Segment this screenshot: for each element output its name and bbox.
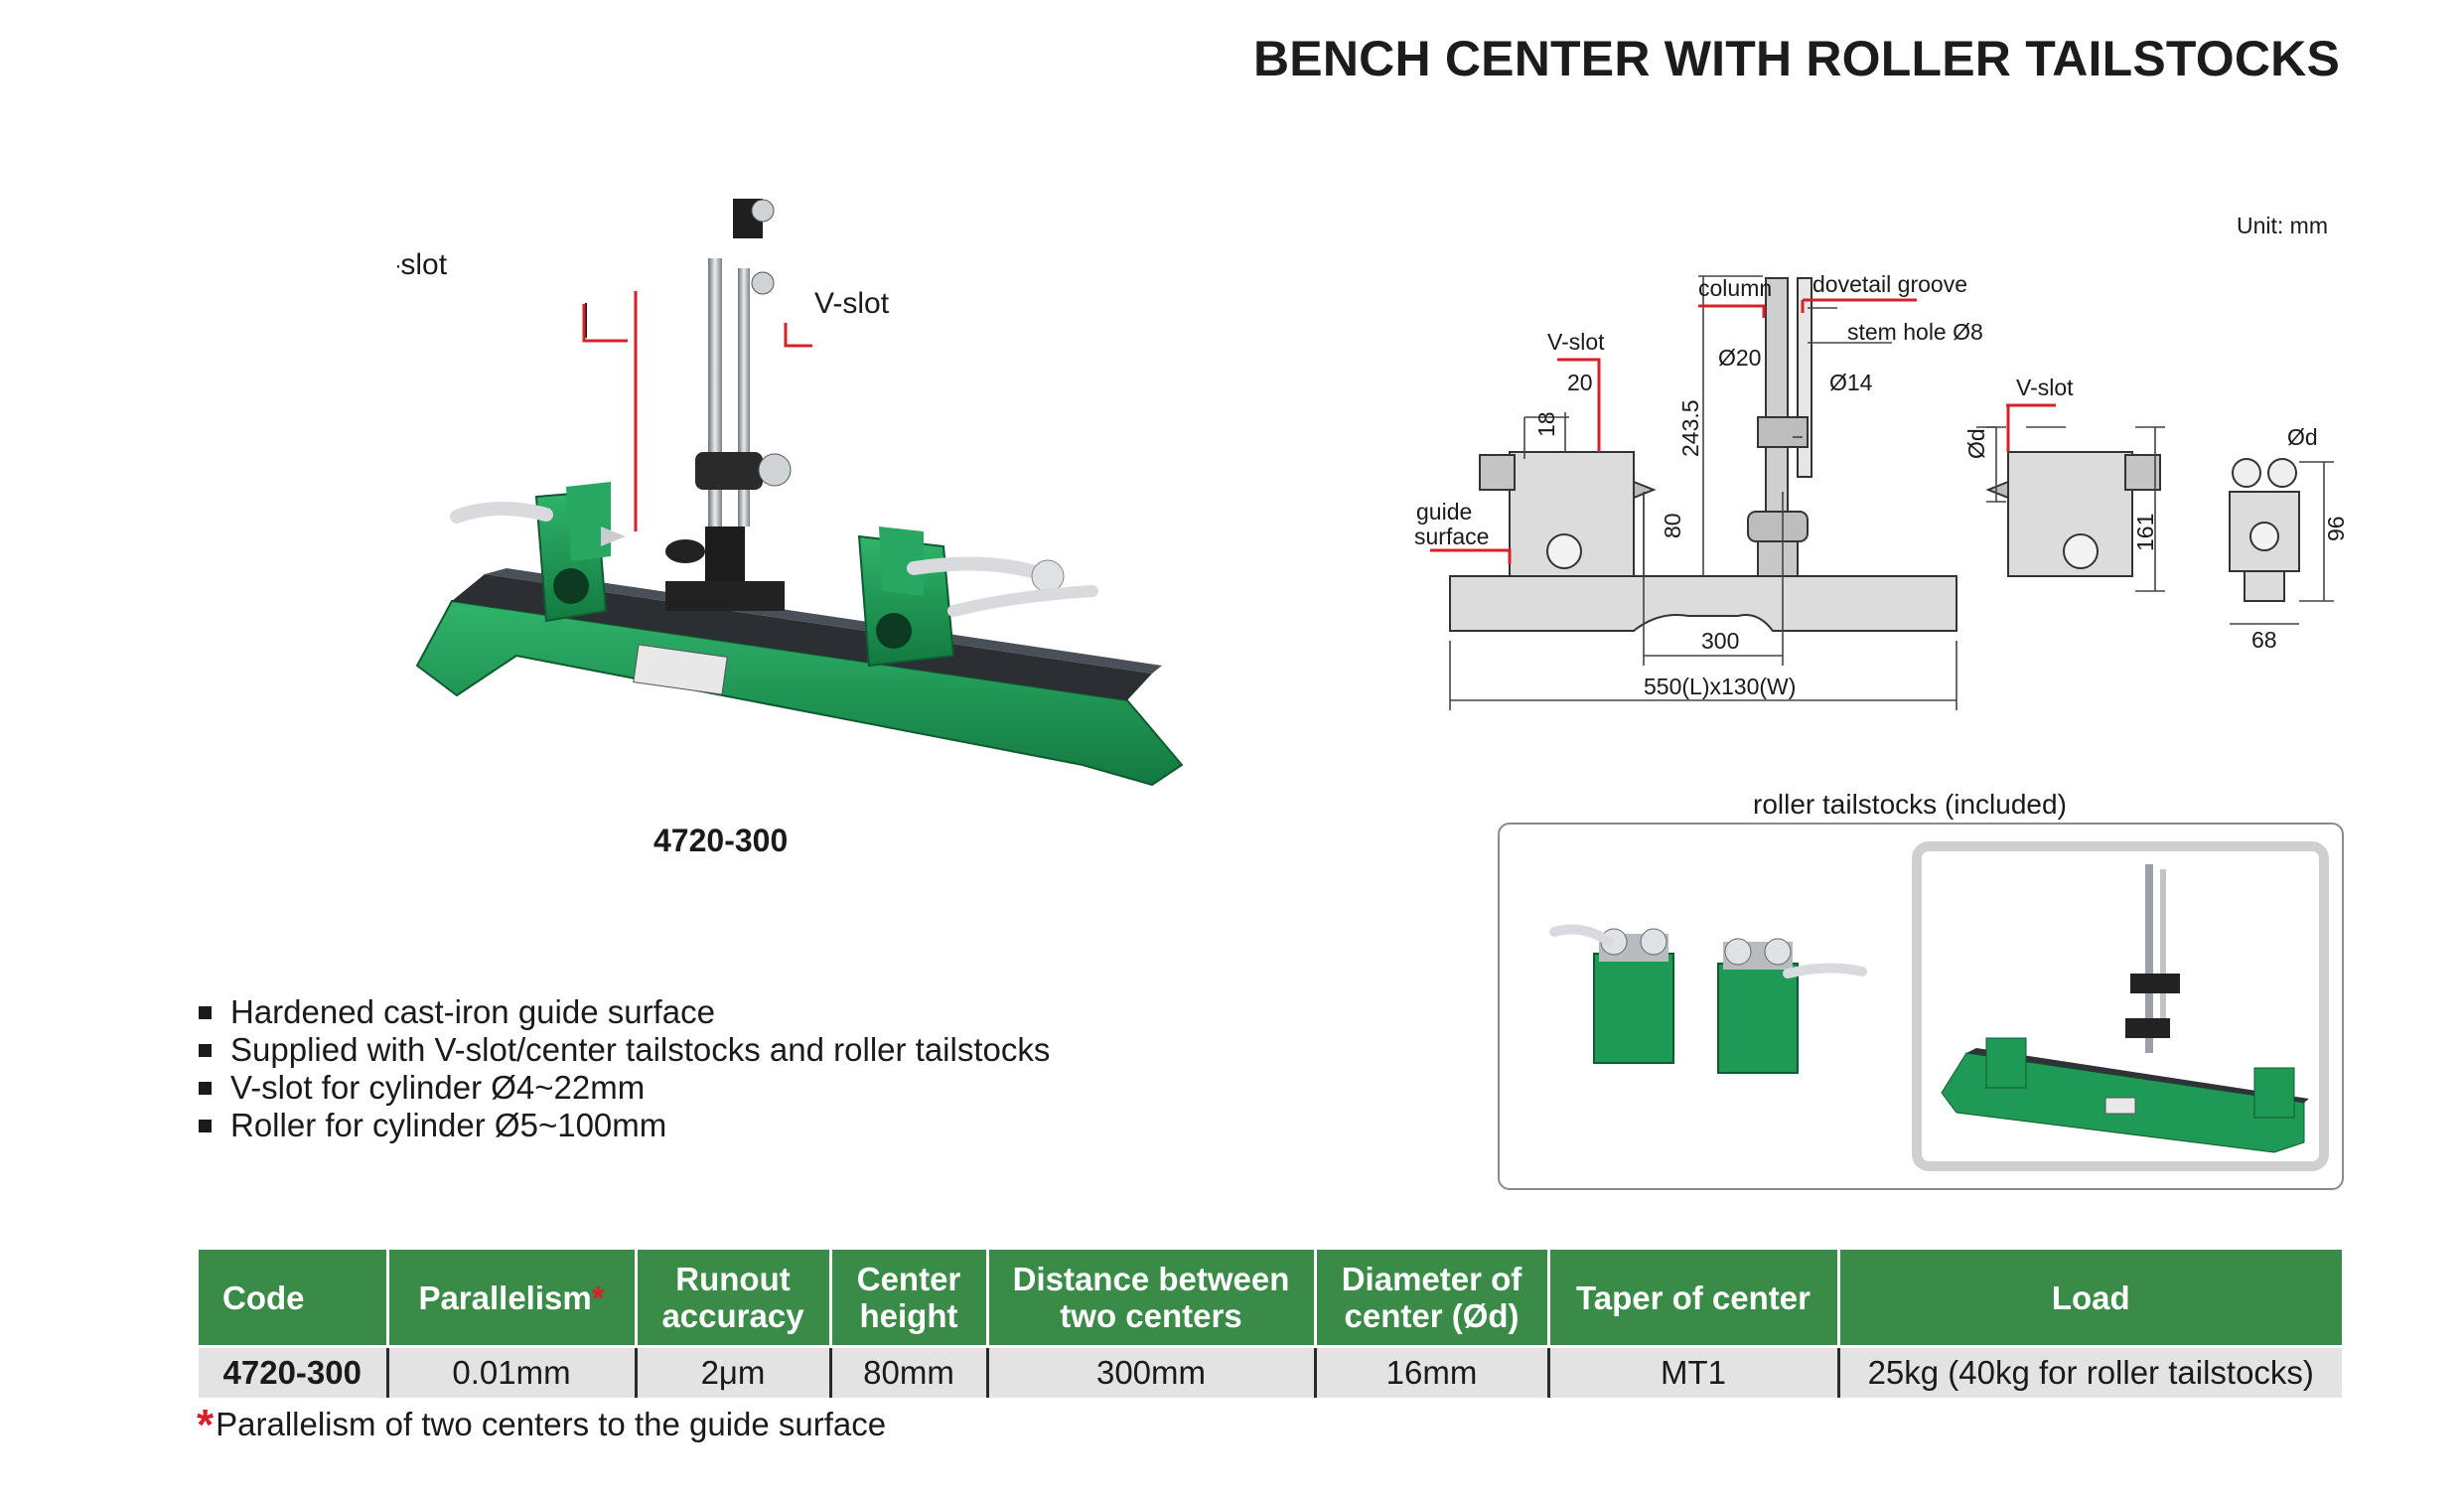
drawing-dim-od: Ød — [1963, 428, 1989, 459]
header-code: Code — [199, 1250, 389, 1347]
drawing-dim-68: 68 — [2251, 627, 2277, 653]
feature-list: Hardened cast-iron guide surface Supplie… — [197, 993, 1050, 1144]
drawing-guide-surface-line2: surface — [1414, 524, 1489, 549]
unit-label: Unit: mm — [2237, 213, 2328, 238]
drawing-dim-d20: Ø20 — [1718, 345, 1761, 371]
cell-taper: MT1 — [1548, 1345, 1840, 1398]
roller-caption: roller tailstocks (included) — [1753, 789, 2067, 820]
roller-tailstocks-box — [1498, 823, 2344, 1190]
cell-diameter: 16mm — [1315, 1345, 1550, 1398]
drawing-dim-od-side: Ød — [2287, 424, 2318, 450]
drawing-guide-surface-line1: guide — [1416, 499, 1472, 525]
cell-center-height: 80mm — [830, 1345, 989, 1398]
drawing-dim-18: 18 — [1533, 411, 1559, 437]
header-taper: Taper of center — [1548, 1250, 1840, 1347]
cell-distance: 300mm — [987, 1345, 1317, 1398]
drawing-vslot-right: V-slot — [2016, 375, 2074, 400]
drawing-dim-550: 550(L)x130(W) — [1644, 674, 1796, 699]
drawing-dim-243-5: 243.5 — [1677, 399, 1703, 457]
asterisk-mark: * — [591, 1278, 605, 1316]
drawing-dovetail-groove: dovetail groove — [1812, 271, 1967, 297]
table-row: 4720-300 0.01mm 2μm 80mm 300mm 16mm MT1 … — [199, 1345, 2342, 1398]
drawing-column: column — [1698, 275, 1772, 301]
cell-load: 25kg (40kg for roller tailstocks) — [1838, 1345, 2342, 1398]
drawing-dim-96: 96 — [2323, 516, 2349, 541]
header-parallelism: Parallelism* — [387, 1250, 638, 1347]
cell-parallelism: 0.01mm — [387, 1345, 638, 1398]
footnote-asterisk: * — [197, 1401, 215, 1449]
roller-tailstocks-photo — [1549, 841, 2329, 1171]
model-caption: 4720-300 — [653, 823, 789, 858]
page-title: BENCH CENTER WITH ROLLER TAILSTOCKS — [1253, 31, 2341, 86]
feature-item: Hardened cast-iron guide surface — [197, 993, 1050, 1031]
bench-center-photo: V-slot V-slot — [397, 199, 1184, 787]
drawing-stem-hole: stem hole Ø8 — [1847, 319, 1983, 345]
photo-label-vslot-right: V-slot — [814, 287, 890, 320]
feature-item: Supplied with V-slot/center tailstocks a… — [197, 1031, 1050, 1069]
feature-item: Roller for cylinder Ø5~100mm — [197, 1107, 1050, 1144]
footnote-text: Parallelism of two centers to the guide … — [216, 1406, 887, 1442]
drawing-dim-161: 161 — [2132, 514, 2158, 551]
cell-runout: 2μm — [636, 1345, 832, 1398]
drawing-vslot-left: V-slot — [1547, 329, 1605, 355]
footnote: *Parallelism of two centers to the guide… — [197, 1401, 886, 1450]
header-load: Load — [1838, 1250, 2342, 1347]
drawing-dim-300: 300 — [1701, 628, 1739, 654]
drawing-dim-20: 20 — [1567, 370, 1593, 395]
cell-code: 4720-300 — [199, 1345, 389, 1398]
photo-label-vslot-left: V-slot — [397, 248, 448, 281]
dimension-drawing: column dovetail groove stem hole Ø8 V-sl… — [1414, 271, 2349, 710]
feature-item: V-slot for cylinder Ø4~22mm — [197, 1069, 1050, 1107]
drawing-dim-80: 80 — [1660, 513, 1685, 538]
drawing-dim-d14: Ø14 — [1829, 370, 1873, 395]
